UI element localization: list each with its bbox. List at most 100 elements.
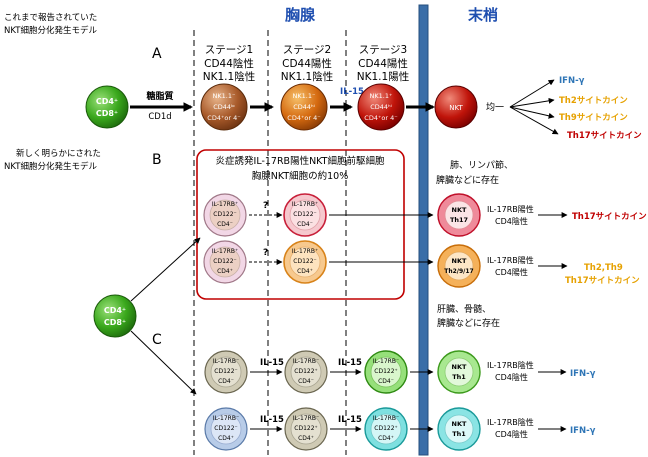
precursor-cell-a: CD4⁺ CD8⁺ <box>85 85 129 129</box>
svg-text:CD4⁺or 4⁻: CD4⁺or 4⁻ <box>207 114 240 122</box>
svg-text:NKT: NKT <box>449 104 463 112</box>
svg-text:CD4⁺: CD4⁺ <box>104 306 126 315</box>
branch-arrow-to-b <box>130 237 201 302</box>
out-arrow-a-1 <box>509 79 555 108</box>
out-arrow-a-2 <box>509 97 555 108</box>
svg-text:CD4⁺or 4⁻: CD4⁺or 4⁻ <box>287 114 320 122</box>
ifn-gamma-output-c2: IFN-γ <box>570 426 596 436</box>
marker-c1-cd4: CD4陰性 <box>495 372 528 382</box>
svg-text:IL-17RB⁺: IL-17RB⁺ <box>292 248 318 255</box>
c1-cell-b: IL-17RB⁻ CD122⁺ CD4⁻ <box>284 350 328 394</box>
svg-text:CD4⁺: CD4⁺ <box>298 435 314 442</box>
svg-text:NK1.1⁻: NK1.1⁻ <box>293 92 316 100</box>
svg-text:Th2/9/17: Th2/9/17 <box>444 268 473 275</box>
svg-text:CD8⁺: CD8⁺ <box>104 318 126 327</box>
svg-text:IL-17RB⁻: IL-17RB⁻ <box>213 415 239 422</box>
svg-text:Th1: Th1 <box>452 373 466 381</box>
svg-text:NKT: NKT <box>452 206 467 214</box>
svg-text:CD4⁺: CD4⁺ <box>297 268 313 275</box>
il17rb-precursor-box <box>196 149 405 300</box>
thymus-boundary-bar <box>418 4 429 456</box>
stage-1-header: ステージ1 CD44陰性 NK1.1陰性 <box>203 44 255 83</box>
svg-text:NKT: NKT <box>452 363 467 371</box>
precursor-cell-bc: CD4⁺ CD8⁺ <box>93 294 137 338</box>
peripheral-nkt-th1-b: NKT Th1 <box>437 407 481 451</box>
svg-text:CD4⁻: CD4⁻ <box>218 378 234 385</box>
svg-text:NK1.1陽性: NK1.1陽性 <box>357 70 409 83</box>
svg-text:IL-17RB⁻: IL-17RB⁻ <box>213 358 239 365</box>
stage-2-header: ステージ2 CD44陽性 NK1.1陰性 <box>281 44 333 83</box>
th9-output-a: Th9サイトカイン <box>559 113 628 123</box>
il15-label-c2a: IL-15 <box>260 415 284 425</box>
svg-text:CD4⁻: CD4⁻ <box>217 221 233 228</box>
homogeneous-label: 均一 <box>486 101 504 113</box>
svg-text:IL-17RB⁻: IL-17RB⁻ <box>373 358 399 365</box>
svg-text:CD4⁺: CD4⁺ <box>378 435 394 442</box>
svg-text:Th17: Th17 <box>450 216 468 224</box>
new-model-line2: NKT細胞分化発生モデル <box>4 161 97 172</box>
svg-text:CD122⁻: CD122⁻ <box>293 258 316 265</box>
stage-1-cell: NK1.1⁻ CD44ˡᵒ CD4⁺or 4⁻ <box>200 83 248 131</box>
svg-text:ステージ2: ステージ2 <box>283 44 331 56</box>
stage-2-cell: NK1.1⁻ CD44ʰⁱ CD4⁺or 4⁻ <box>280 83 328 131</box>
glycolipid-label: 糖脂質 <box>146 90 173 102</box>
svg-text:NK1.1⁺: NK1.1⁺ <box>370 92 393 100</box>
out-arrow-a-4 <box>509 106 559 135</box>
b-cell-dst-2: IL-17RB⁺ CD122⁻ CD4⁺ <box>283 240 327 284</box>
box-title-2: 胸腺NKT細胞の約10% <box>252 170 349 182</box>
peripheral-nkt-th1-a: NKT Th1 <box>437 350 481 394</box>
svg-text:IL-17RB⁻: IL-17RB⁻ <box>373 415 399 422</box>
c1-cell-a: IL-17RB⁻ CD122⁻ CD4⁻ <box>204 350 248 394</box>
svg-text:CD44陽性: CD44陽性 <box>282 57 332 70</box>
peripheral-nkt-th2917: NKT Th2/9/17 <box>437 244 481 288</box>
stage-3-cell: NK1.1⁺ CD44ʰⁱ CD4⁺or 4⁻ <box>357 83 405 131</box>
th17-output-b2: Th17サイトカイン <box>565 276 640 286</box>
c2-cell-b: IL-17RB⁻ CD122⁺ CD4⁺ <box>284 407 328 451</box>
svg-text:ステージ3: ステージ3 <box>359 44 407 56</box>
question-mark-2: ? <box>263 248 268 258</box>
b-cell-dst-1: IL-17RB⁺ CD122⁻ CD4⁻ <box>283 193 327 237</box>
svg-text:CD122⁻: CD122⁻ <box>214 425 237 432</box>
question-mark-1: ? <box>263 201 268 211</box>
svg-text:CD122⁻: CD122⁻ <box>214 368 237 375</box>
svg-text:CD122⁻: CD122⁻ <box>293 211 316 218</box>
thymus-header: 胸腺 <box>285 6 316 24</box>
svg-text:IL-17RB⁺: IL-17RB⁺ <box>212 248 238 255</box>
il15-label-a: IL-15 <box>340 87 364 97</box>
th2-th9-output-b: Th2,Th9 <box>584 263 623 273</box>
marker-b1-cd4: CD4陰性 <box>495 216 528 226</box>
svg-text:CD44陰性: CD44陰性 <box>204 57 254 70</box>
stage-3-header: ステージ3 CD44陽性 NK1.1陽性 <box>357 44 409 83</box>
marker-c1-il17rb: IL-17RB陰性 <box>487 360 534 370</box>
svg-text:NKT: NKT <box>452 257 467 265</box>
svg-text:NK1.1陰性: NK1.1陰性 <box>203 70 255 83</box>
svg-text:CD44ˡᵒ: CD44ˡᵒ <box>213 103 235 111</box>
location-c-line1: 肝臓、骨髄、 <box>437 303 491 315</box>
svg-text:CD4⁺: CD4⁺ <box>218 435 234 442</box>
svg-text:IL-17RB⁻: IL-17RB⁻ <box>293 415 319 422</box>
svg-text:CD122⁻: CD122⁻ <box>213 258 236 265</box>
il15-label-c2b: IL-15 <box>338 415 362 425</box>
c1-cell-c: IL-17RB⁻ CD122⁺ CD4⁻ <box>364 350 408 394</box>
svg-text:NK1.1⁻: NK1.1⁻ <box>213 92 236 100</box>
svg-text:ステージ1: ステージ1 <box>205 44 253 56</box>
ifn-gamma-output-c1: IFN-γ <box>570 369 596 379</box>
svg-text:CD122⁺: CD122⁺ <box>294 425 317 432</box>
svg-text:CD44ʰⁱ: CD44ʰⁱ <box>293 103 315 111</box>
marker-b1-il17rb: IL-17RB陽性 <box>487 204 534 214</box>
svg-text:CD44ʰⁱ: CD44ʰⁱ <box>370 103 392 111</box>
il15-label-c1b: IL-15 <box>338 358 362 368</box>
section-a-label: A <box>152 46 162 62</box>
marker-c2-cd4: CD4陰性 <box>495 429 528 439</box>
svg-text:CD122⁺: CD122⁺ <box>294 368 317 375</box>
peripheral-nkt-cell-a: NKT <box>434 85 478 129</box>
c2-cell-a: IL-17RB⁻ CD122⁻ CD4⁺ <box>204 407 248 451</box>
new-model-line1: 新しく明らかにされた <box>16 148 101 159</box>
svg-text:CD122⁺: CD122⁺ <box>374 425 397 432</box>
cd1d-label: CD1d <box>148 112 171 122</box>
svg-text:CD122⁺: CD122⁺ <box>374 368 397 375</box>
il15-label-c1a: IL-15 <box>260 358 284 368</box>
marker-c2-il17rb: IL-17RB陰性 <box>487 417 534 427</box>
th2-output-a: Th2サイトカイン <box>559 96 628 106</box>
branch-arrow-to-c <box>130 330 197 395</box>
